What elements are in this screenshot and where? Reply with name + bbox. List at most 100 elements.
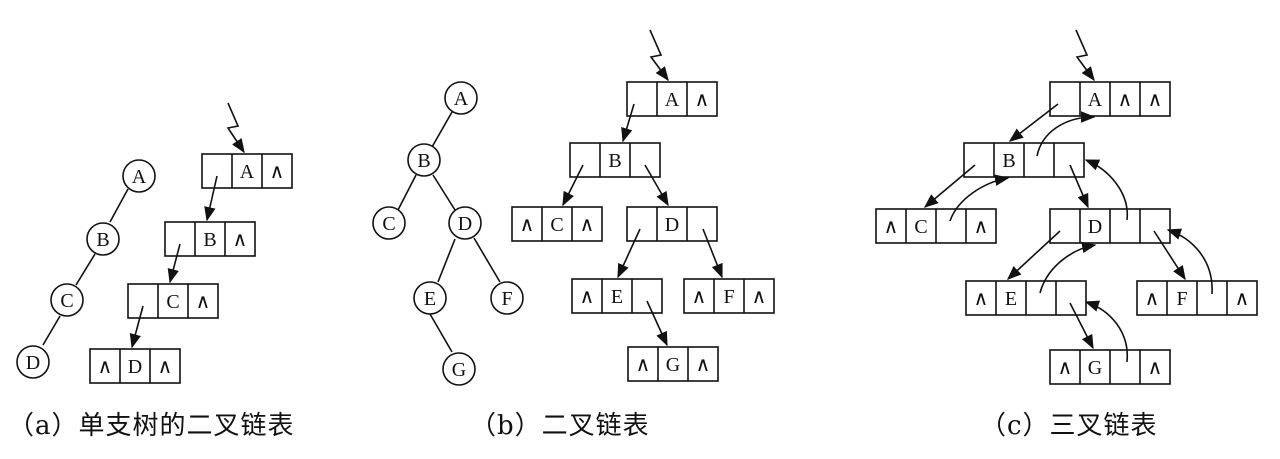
parent-pointer-arrow	[1084, 300, 1129, 363]
null-field: ∧	[1235, 288, 1250, 310]
tree-edge	[42, 315, 61, 346]
node-data: A	[1088, 89, 1103, 111]
list-node-a	[626, 81, 718, 117]
parent-pointer-arrow	[1166, 228, 1213, 295]
null-field: ∧	[752, 286, 767, 308]
null-field: ∧	[1058, 357, 1073, 379]
panel-b	[372, 29, 775, 386]
tree-edge	[473, 237, 501, 283]
null-field: ∧	[580, 214, 595, 236]
null-field: ∧	[1145, 288, 1160, 310]
left-pointer-arrow	[129, 305, 144, 349]
panel-a-labels: A B C D A ∧ B ∧ C ∧ ∧ D ∧	[26, 161, 285, 378]
null-field: ∧	[974, 216, 989, 238]
root-pointer-arrow	[649, 29, 669, 82]
tree-node-c	[50, 283, 84, 317]
null-field: ∧	[1148, 89, 1163, 111]
right-pointer-arrow	[644, 164, 669, 207]
tree-edge	[431, 111, 453, 148]
list-node-e	[965, 280, 1087, 316]
null-field: ∧	[233, 229, 248, 251]
node-data: B	[203, 229, 216, 251]
node-data: D	[128, 356, 142, 378]
tree-edge	[432, 174, 456, 211]
node-data: A	[240, 161, 255, 183]
right-pointer-arrow	[1153, 230, 1186, 281]
node-data: G	[666, 354, 680, 376]
null-field: ∧	[884, 216, 899, 238]
list-node-b	[569, 142, 661, 178]
node-data: D	[1088, 216, 1102, 238]
tree-label: C	[60, 290, 73, 312]
tree-node-e	[413, 281, 447, 315]
list-node-c	[127, 283, 219, 319]
parent-pointer-arrow	[949, 174, 1010, 222]
right-pointer-arrow	[1069, 302, 1094, 350]
null-field: ∧	[696, 354, 711, 376]
left-pointer-arrow	[621, 103, 635, 143]
left-pointer-arrow	[204, 175, 218, 222]
node-data: F	[1176, 288, 1187, 310]
left-pointer-arrow	[1008, 103, 1059, 142]
node-data: C	[914, 216, 927, 238]
node-data: C	[166, 291, 179, 313]
parent-pointer-arrow	[1084, 159, 1129, 221]
tree-label: F	[501, 288, 512, 310]
tree-node-b	[407, 143, 441, 177]
list-node-d	[626, 206, 718, 242]
node-data: B	[1002, 150, 1015, 172]
panel-c-labels: A ∧ ∧ B ∧ C ∧ D ∧ E ∧ F ∧ ∧ G ∧	[884, 89, 1250, 379]
caption-b: （b）二叉链表	[470, 411, 650, 441]
list-node-g	[627, 346, 719, 382]
panel-b-labels: A B C D E F G A ∧ B ∧ C ∧ D ∧ E ∧ F ∧ ∧ …	[382, 88, 766, 381]
tree-label: D	[458, 213, 472, 235]
tree-label: E	[424, 288, 436, 310]
list-node-a	[201, 153, 293, 189]
tree-edge	[429, 313, 453, 353]
left-pointer-arrow	[923, 164, 976, 208]
list-node-b	[164, 221, 256, 257]
list-node-f	[683, 278, 775, 314]
list-node-a	[1049, 81, 1171, 117]
null-field: ∧	[196, 291, 211, 313]
left-pointer-arrow	[1006, 230, 1061, 280]
null-field: ∧	[974, 288, 989, 310]
null-field: ∧	[1118, 89, 1133, 111]
tree-node-f	[490, 281, 524, 315]
null-field: ∧	[695, 89, 710, 111]
panel-c	[875, 29, 1258, 385]
tree-edge	[397, 174, 417, 211]
tree-edge	[109, 188, 129, 223]
root-pointer-arrow	[1075, 29, 1095, 82]
parent-pointer-arrow	[1039, 241, 1097, 294]
null-field: ∧	[580, 286, 595, 308]
list-node-b	[963, 142, 1085, 178]
node-data: D	[665, 214, 679, 236]
left-pointer-arrow	[617, 228, 641, 279]
null-field: ∧	[520, 214, 535, 236]
left-pointer-arrow	[167, 243, 181, 284]
list-node-c	[511, 206, 603, 242]
node-data: A	[665, 89, 680, 111]
caption-a: （a）单支树的二叉链表	[8, 411, 295, 441]
tree-node-b	[86, 222, 120, 256]
tree-node-c	[372, 206, 406, 240]
tree-label: C	[382, 213, 395, 235]
list-node-g	[1049, 349, 1171, 385]
tree-edge	[75, 253, 96, 286]
tree-node-a	[444, 81, 478, 115]
right-pointer-arrow	[1069, 164, 1089, 209]
tree-node-g	[442, 352, 476, 386]
null-field: ∧	[98, 356, 113, 378]
tree-edge	[437, 238, 456, 283]
tree-node-a	[122, 159, 156, 193]
tree-label: A	[454, 88, 469, 110]
node-data: B	[608, 150, 621, 172]
tree-label: B	[96, 229, 109, 251]
node-data: E	[611, 286, 623, 308]
tree-label: A	[132, 166, 147, 188]
list-node-d	[1049, 208, 1171, 244]
null-field: ∧	[636, 354, 651, 376]
